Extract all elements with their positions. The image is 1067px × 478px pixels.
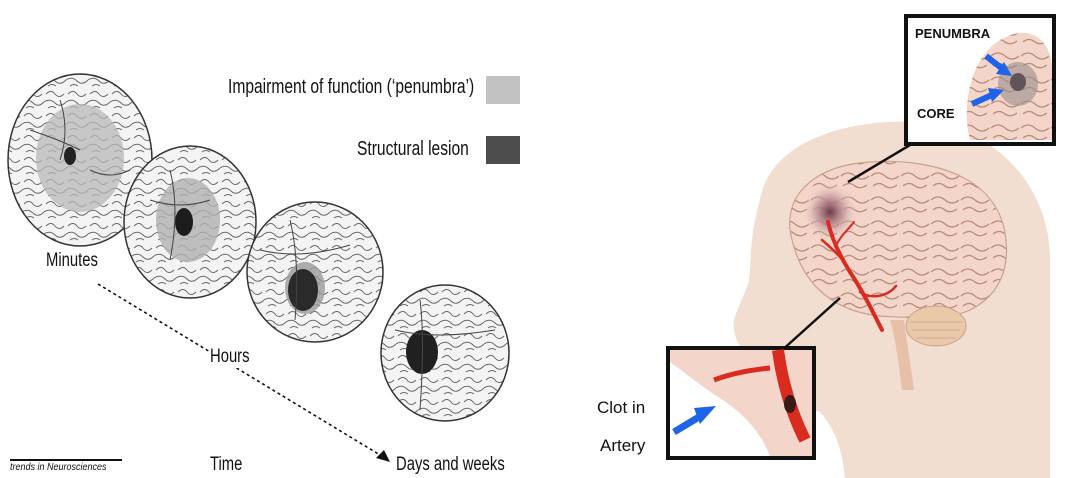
journal-credit: trends in Neurosciences [10, 462, 107, 473]
stage-days-weeks-label: Days and weeks [396, 454, 505, 476]
penumbra-timeline-illustration [0, 0, 560, 478]
brain-hours-late [247, 202, 383, 342]
brain-days-weeks [381, 285, 509, 421]
legend-penumbra-label: Impairment of function (‘penumbra’) [228, 76, 474, 99]
time-axis-label: Time [210, 454, 242, 476]
penumbra-label: PENUMBRA [915, 26, 990, 41]
legend-lesion-label: Structural lesion [357, 138, 469, 161]
clot-label-line1: Clot in [597, 398, 645, 418]
lesion-core-minutes [64, 147, 76, 165]
clot [784, 395, 796, 413]
clot-label-line2: Artery [600, 436, 645, 456]
cerebellum [906, 306, 966, 346]
stage-hours-label: Hours [210, 346, 250, 368]
brain-hours-early [124, 146, 256, 298]
lesion-core-late [288, 269, 318, 311]
lesion-core-hours [175, 208, 193, 236]
legend-lesion-swatch [486, 136, 520, 164]
core-label: CORE [917, 106, 955, 121]
stage-minutes-label: Minutes [46, 250, 98, 272]
core-region [1010, 73, 1026, 91]
legend-penumbra-swatch [486, 76, 520, 104]
inset-clot [668, 348, 814, 458]
